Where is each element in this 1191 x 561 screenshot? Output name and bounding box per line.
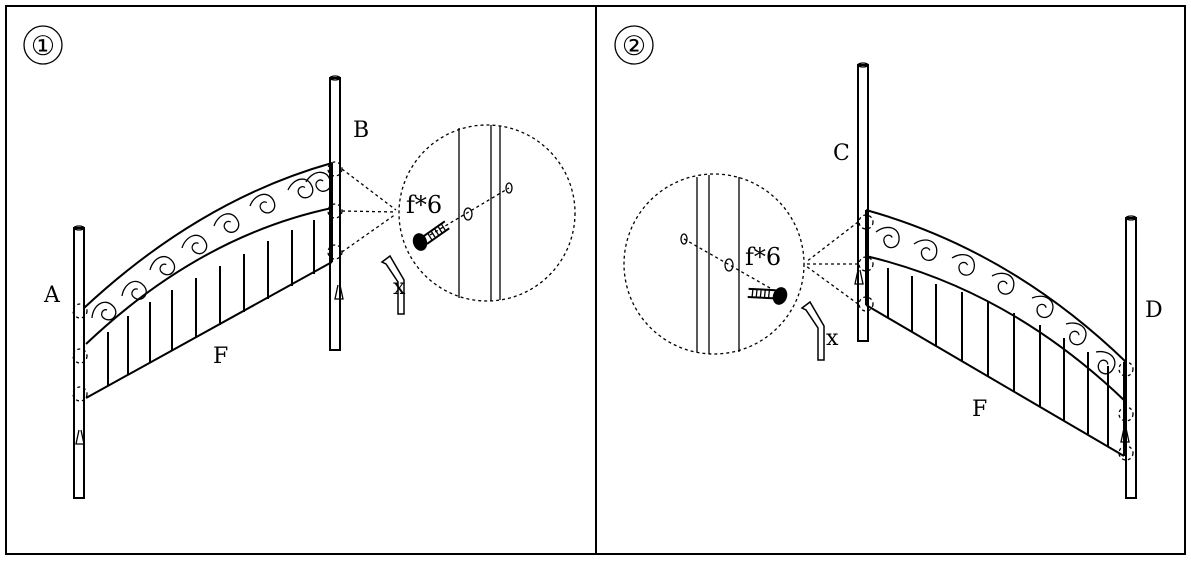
panel-1: ① A B — [5, 5, 597, 555]
fence-label: F — [213, 344, 228, 369]
post-a-label: A — [43, 283, 61, 308]
tool-label: x — [393, 275, 406, 300]
fence-panel-f — [865, 209, 1127, 457]
detail-magnifier — [623, 173, 805, 355]
post-c — [854, 62, 869, 342]
post-b-label: B — [353, 118, 369, 143]
post-b — [329, 75, 344, 351]
leader-lines — [341, 168, 397, 253]
detail-magnifier — [398, 124, 576, 302]
step-number-circle — [23, 25, 63, 65]
step-number: ① — [31, 31, 55, 62]
hardware-label: f*6 — [406, 191, 442, 219]
joint-markers — [858, 214, 1134, 461]
post-c-label: C — [833, 141, 850, 166]
step-number: ② — [622, 31, 646, 62]
post-d-label: D — [1145, 298, 1163, 323]
panel-2: ② C D — [595, 5, 1186, 555]
tool-label: x — [826, 326, 839, 351]
hex-key-icon — [801, 301, 825, 361]
fence-label: F — [972, 397, 987, 422]
bolt-icon — [744, 275, 791, 311]
leader-lines — [805, 221, 859, 305]
step-number-circle — [614, 25, 654, 65]
panel-2-frame — [595, 5, 1186, 555]
hardware-label: f*6 — [745, 243, 781, 271]
fence-panel-f — [83, 162, 333, 399]
